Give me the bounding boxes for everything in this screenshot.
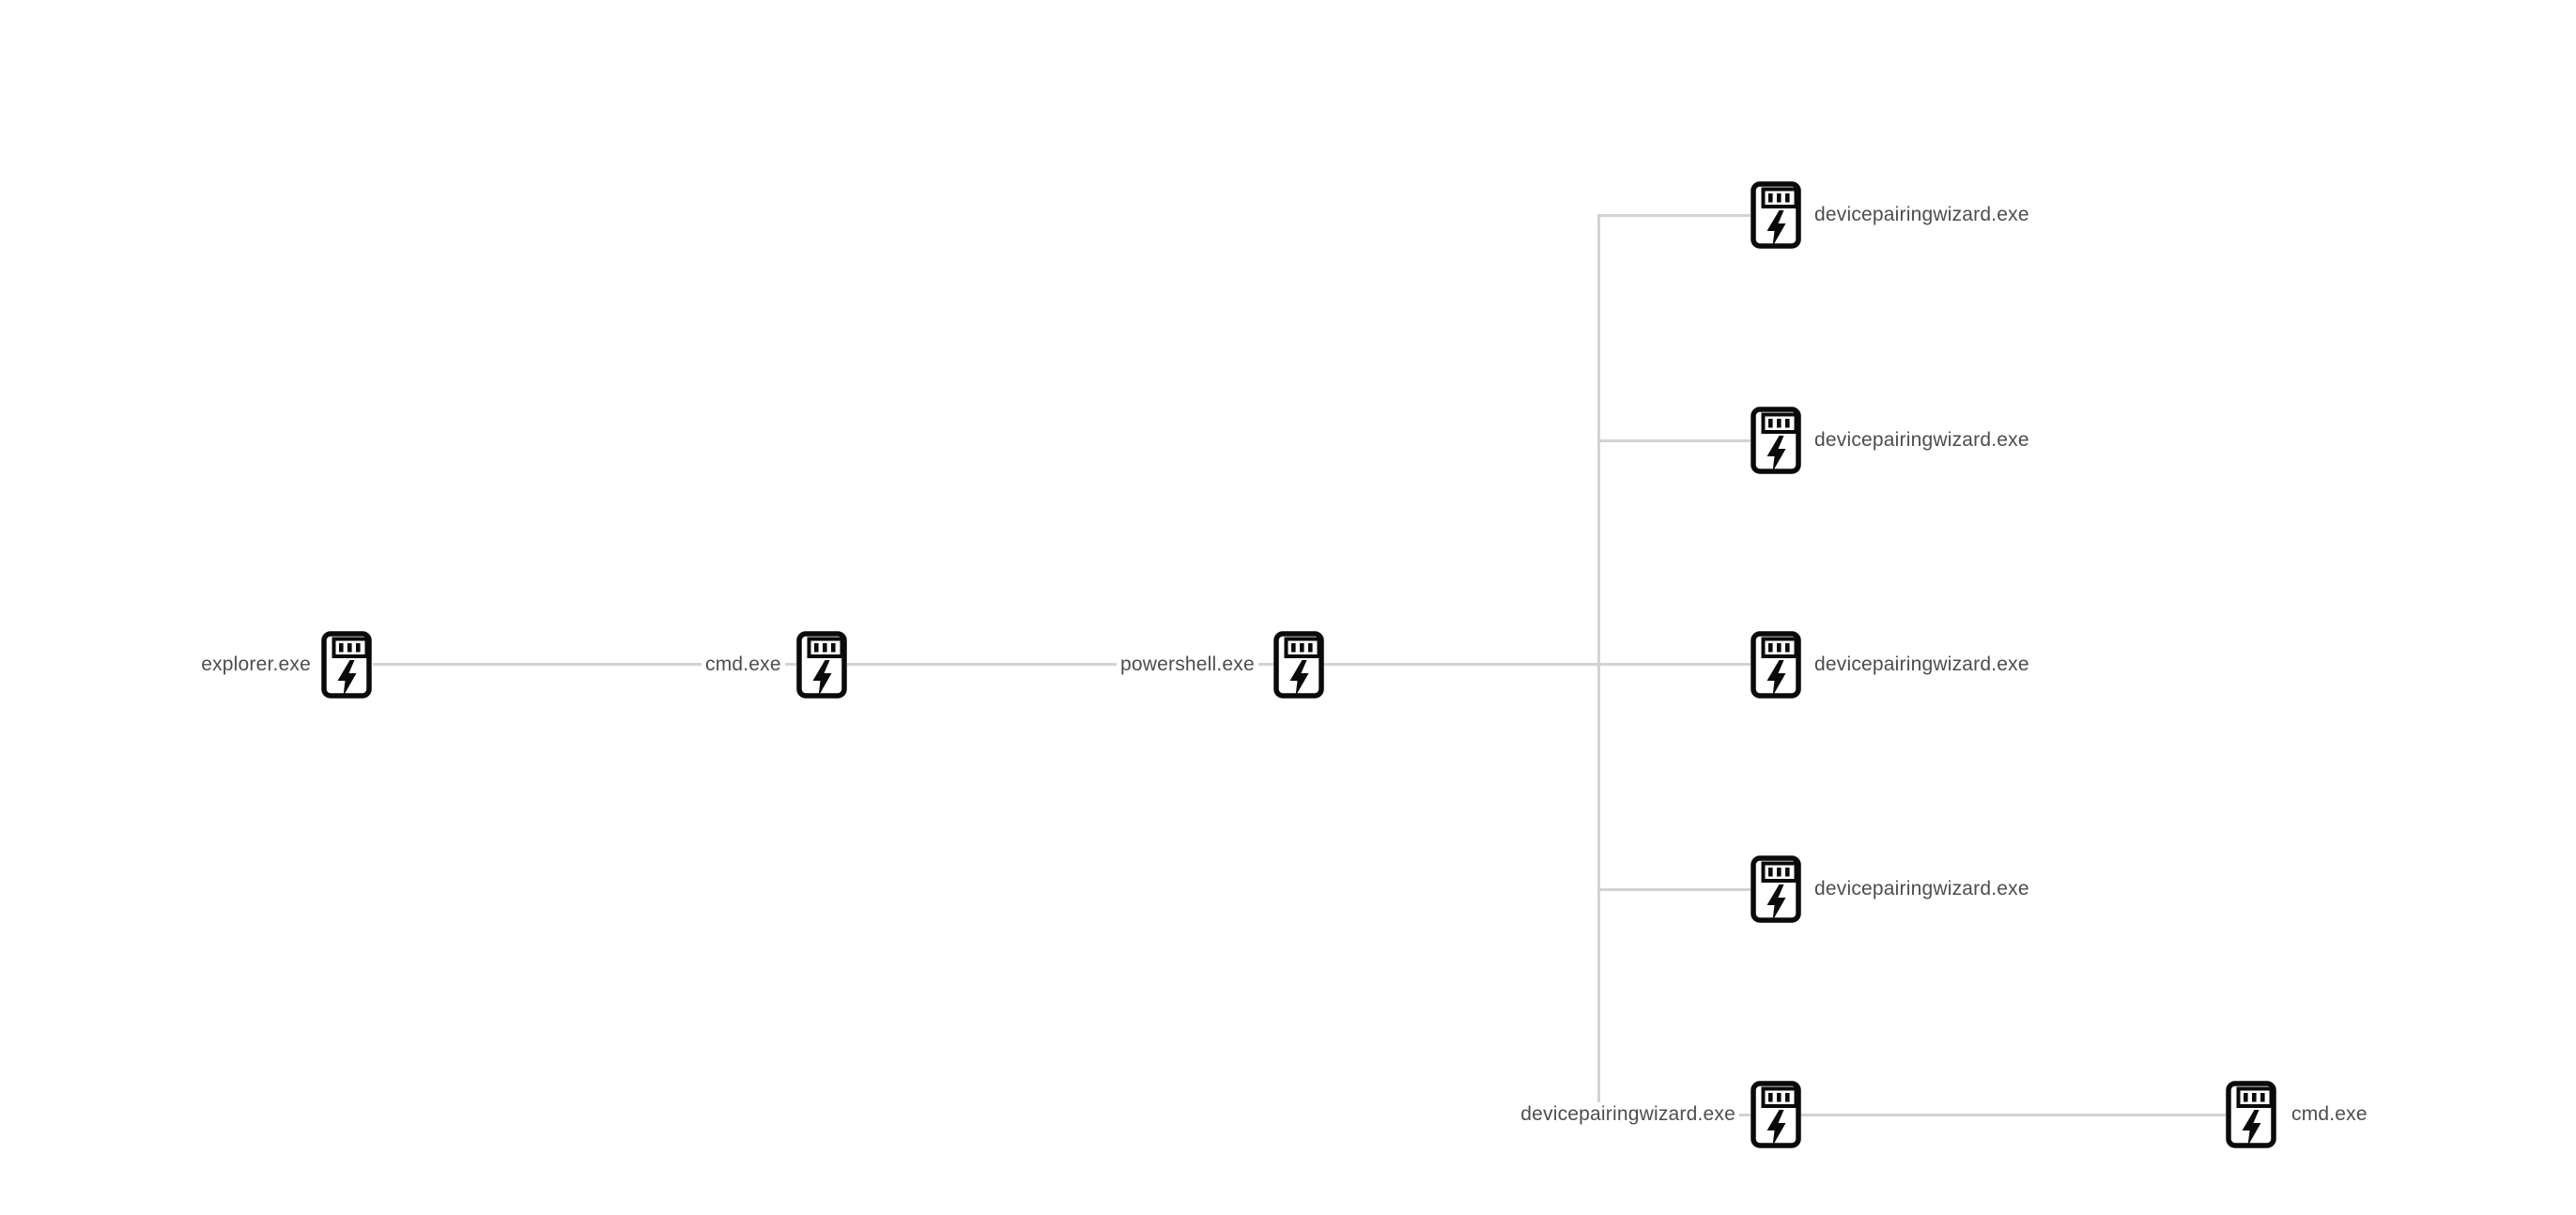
process-node-dpw5[interactable] — [1751, 1081, 1801, 1148]
process-node-cmd1[interactable] — [796, 631, 847, 699]
process-node-dpw3[interactable] — [1751, 631, 1801, 699]
process-icon — [1751, 631, 1801, 699]
label-dpw5: devicepairingwizard.exe — [1517, 1102, 1739, 1127]
label-dpw3: devicepairingwizard.exe — [1811, 653, 2033, 677]
edge-trunk-to-dpw1 — [1597, 214, 1751, 217]
process-node-dpw4[interactable] — [1751, 855, 1801, 923]
process-icon — [2226, 1081, 2276, 1148]
edge-cmd-to-powershell — [847, 663, 1274, 666]
process-icon — [1751, 407, 1801, 474]
process-icon — [321, 631, 372, 699]
edge-trunk-to-dpw4 — [1597, 888, 1751, 891]
process-node-powershell[interactable] — [1273, 631, 1324, 699]
process-icon — [796, 631, 847, 699]
process-icon — [1751, 1081, 1801, 1148]
label-cmd2: cmd.exe — [2288, 1102, 2371, 1127]
label-dpw1: devicepairingwizard.exe — [1811, 203, 2033, 227]
process-icon — [1751, 855, 1801, 923]
process-node-dpw1[interactable] — [1751, 181, 1801, 249]
process-icon — [1751, 181, 1801, 249]
label-cmd1: cmd.exe — [702, 653, 785, 677]
process-node-explorer[interactable] — [321, 631, 372, 699]
label-dpw4: devicepairingwizard.exe — [1811, 877, 2033, 901]
process-node-dpw2[interactable] — [1751, 407, 1801, 474]
edge-dpw5-to-cmd2 — [1801, 1114, 2226, 1116]
edge-trunk-vertical — [1597, 214, 1600, 1115]
edge-trunk-to-dpw2 — [1597, 439, 1751, 442]
edge-explorer-to-cmd — [373, 663, 796, 666]
process-node-cmd2[interactable] — [2226, 1081, 2276, 1148]
label-powershell: powershell.exe — [1117, 653, 1258, 677]
edge-powershell-to-dpw3 — [1323, 663, 1751, 666]
label-dpw2: devicepairingwizard.exe — [1811, 428, 2033, 453]
process-icon — [1273, 631, 1324, 699]
label-explorer: explorer.exe — [197, 653, 315, 677]
